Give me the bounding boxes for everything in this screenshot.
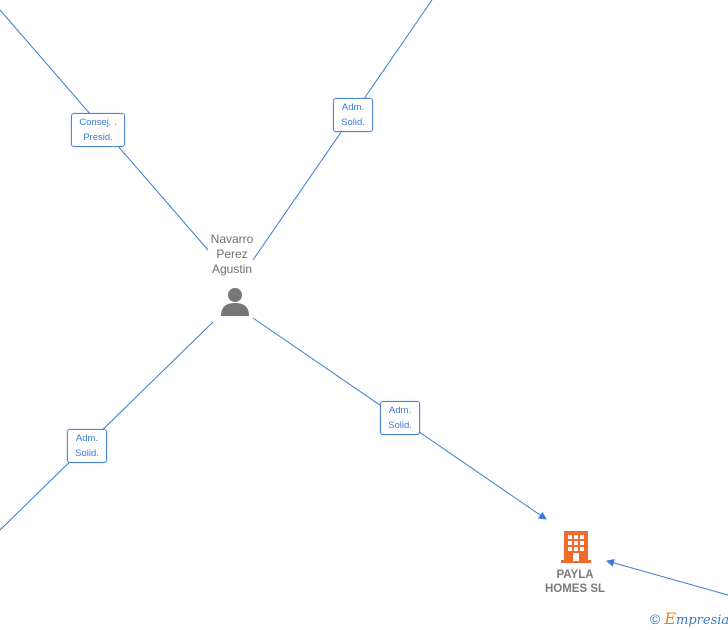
edge-label-line: Presid. (83, 132, 113, 143)
copyright-symbol: © (650, 611, 661, 627)
person-name-line: Perez (216, 247, 248, 261)
person-name[interactable]: Navarro Perez Agustin (194, 232, 270, 277)
edge-label-adm-solid-left[interactable]: Adm. Solid. (67, 429, 107, 463)
person-name-line: Navarro (210, 232, 254, 246)
link-adm-left (0, 321, 214, 531)
company-name-line: HOMES SL (544, 583, 606, 595)
edge-label-line: Solid. (75, 448, 99, 459)
person-name-line: Agustin (211, 262, 253, 276)
building-icon[interactable] (561, 529, 591, 563)
edge-label-line: Solid. (388, 420, 412, 431)
edge-label-adm-solid-company[interactable]: Adm. Solid. (380, 401, 420, 435)
edge-label-adm-solid-top[interactable]: Adm. Solid. (333, 98, 373, 132)
edge-label-line: Adm. (341, 102, 365, 113)
edge-label-line: Solid. (341, 117, 365, 128)
company-name[interactable]: PAYLA HOMES SL (530, 568, 620, 596)
empresia-watermark: ©Empresia (650, 609, 728, 629)
link-incoming-right (606, 559, 728, 596)
edge-label-line: Adm. (388, 405, 412, 416)
edge-label-line: Consej. . (79, 117, 117, 128)
edge-label-consej-presid[interactable]: Consej. . Presid. (71, 113, 125, 147)
brand-logo-text: mpresia (676, 613, 728, 628)
brand-logo-letter: E (664, 609, 677, 628)
edge-label-line: Adm. (75, 433, 99, 444)
person-icon[interactable] (220, 287, 250, 317)
company-name-line: PAYLA (556, 569, 594, 581)
